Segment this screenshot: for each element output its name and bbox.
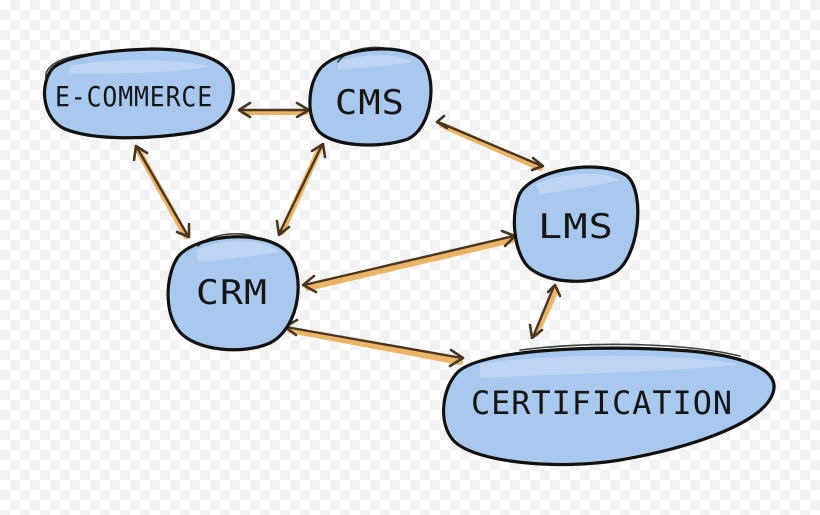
edge-crm-lms [301,229,517,294]
node-cms: CMS [308,46,433,147]
node-ecommerce-label: E-COMMERCE [55,80,213,113]
node-lms: LMS [512,165,640,283]
edge-cms-lms [435,114,545,172]
node-lms-label: LMS [538,207,614,247]
edge-lms-certification [528,283,562,340]
node-crm: CRM [166,233,300,352]
node-certification: CERTIFICATION [442,343,776,467]
edge-ecommerce-cms [237,101,311,119]
edge-crm-certification [283,318,465,368]
node-crm-label: CRM [196,273,268,313]
edge-ecommerce-crm [132,144,191,239]
node-ecommerce: E-COMMERCE [42,47,235,140]
edge-crm-cms [275,142,327,237]
node-certification-label: CERTIFICATION [471,384,733,422]
node-cms-label: CMS [335,83,405,123]
